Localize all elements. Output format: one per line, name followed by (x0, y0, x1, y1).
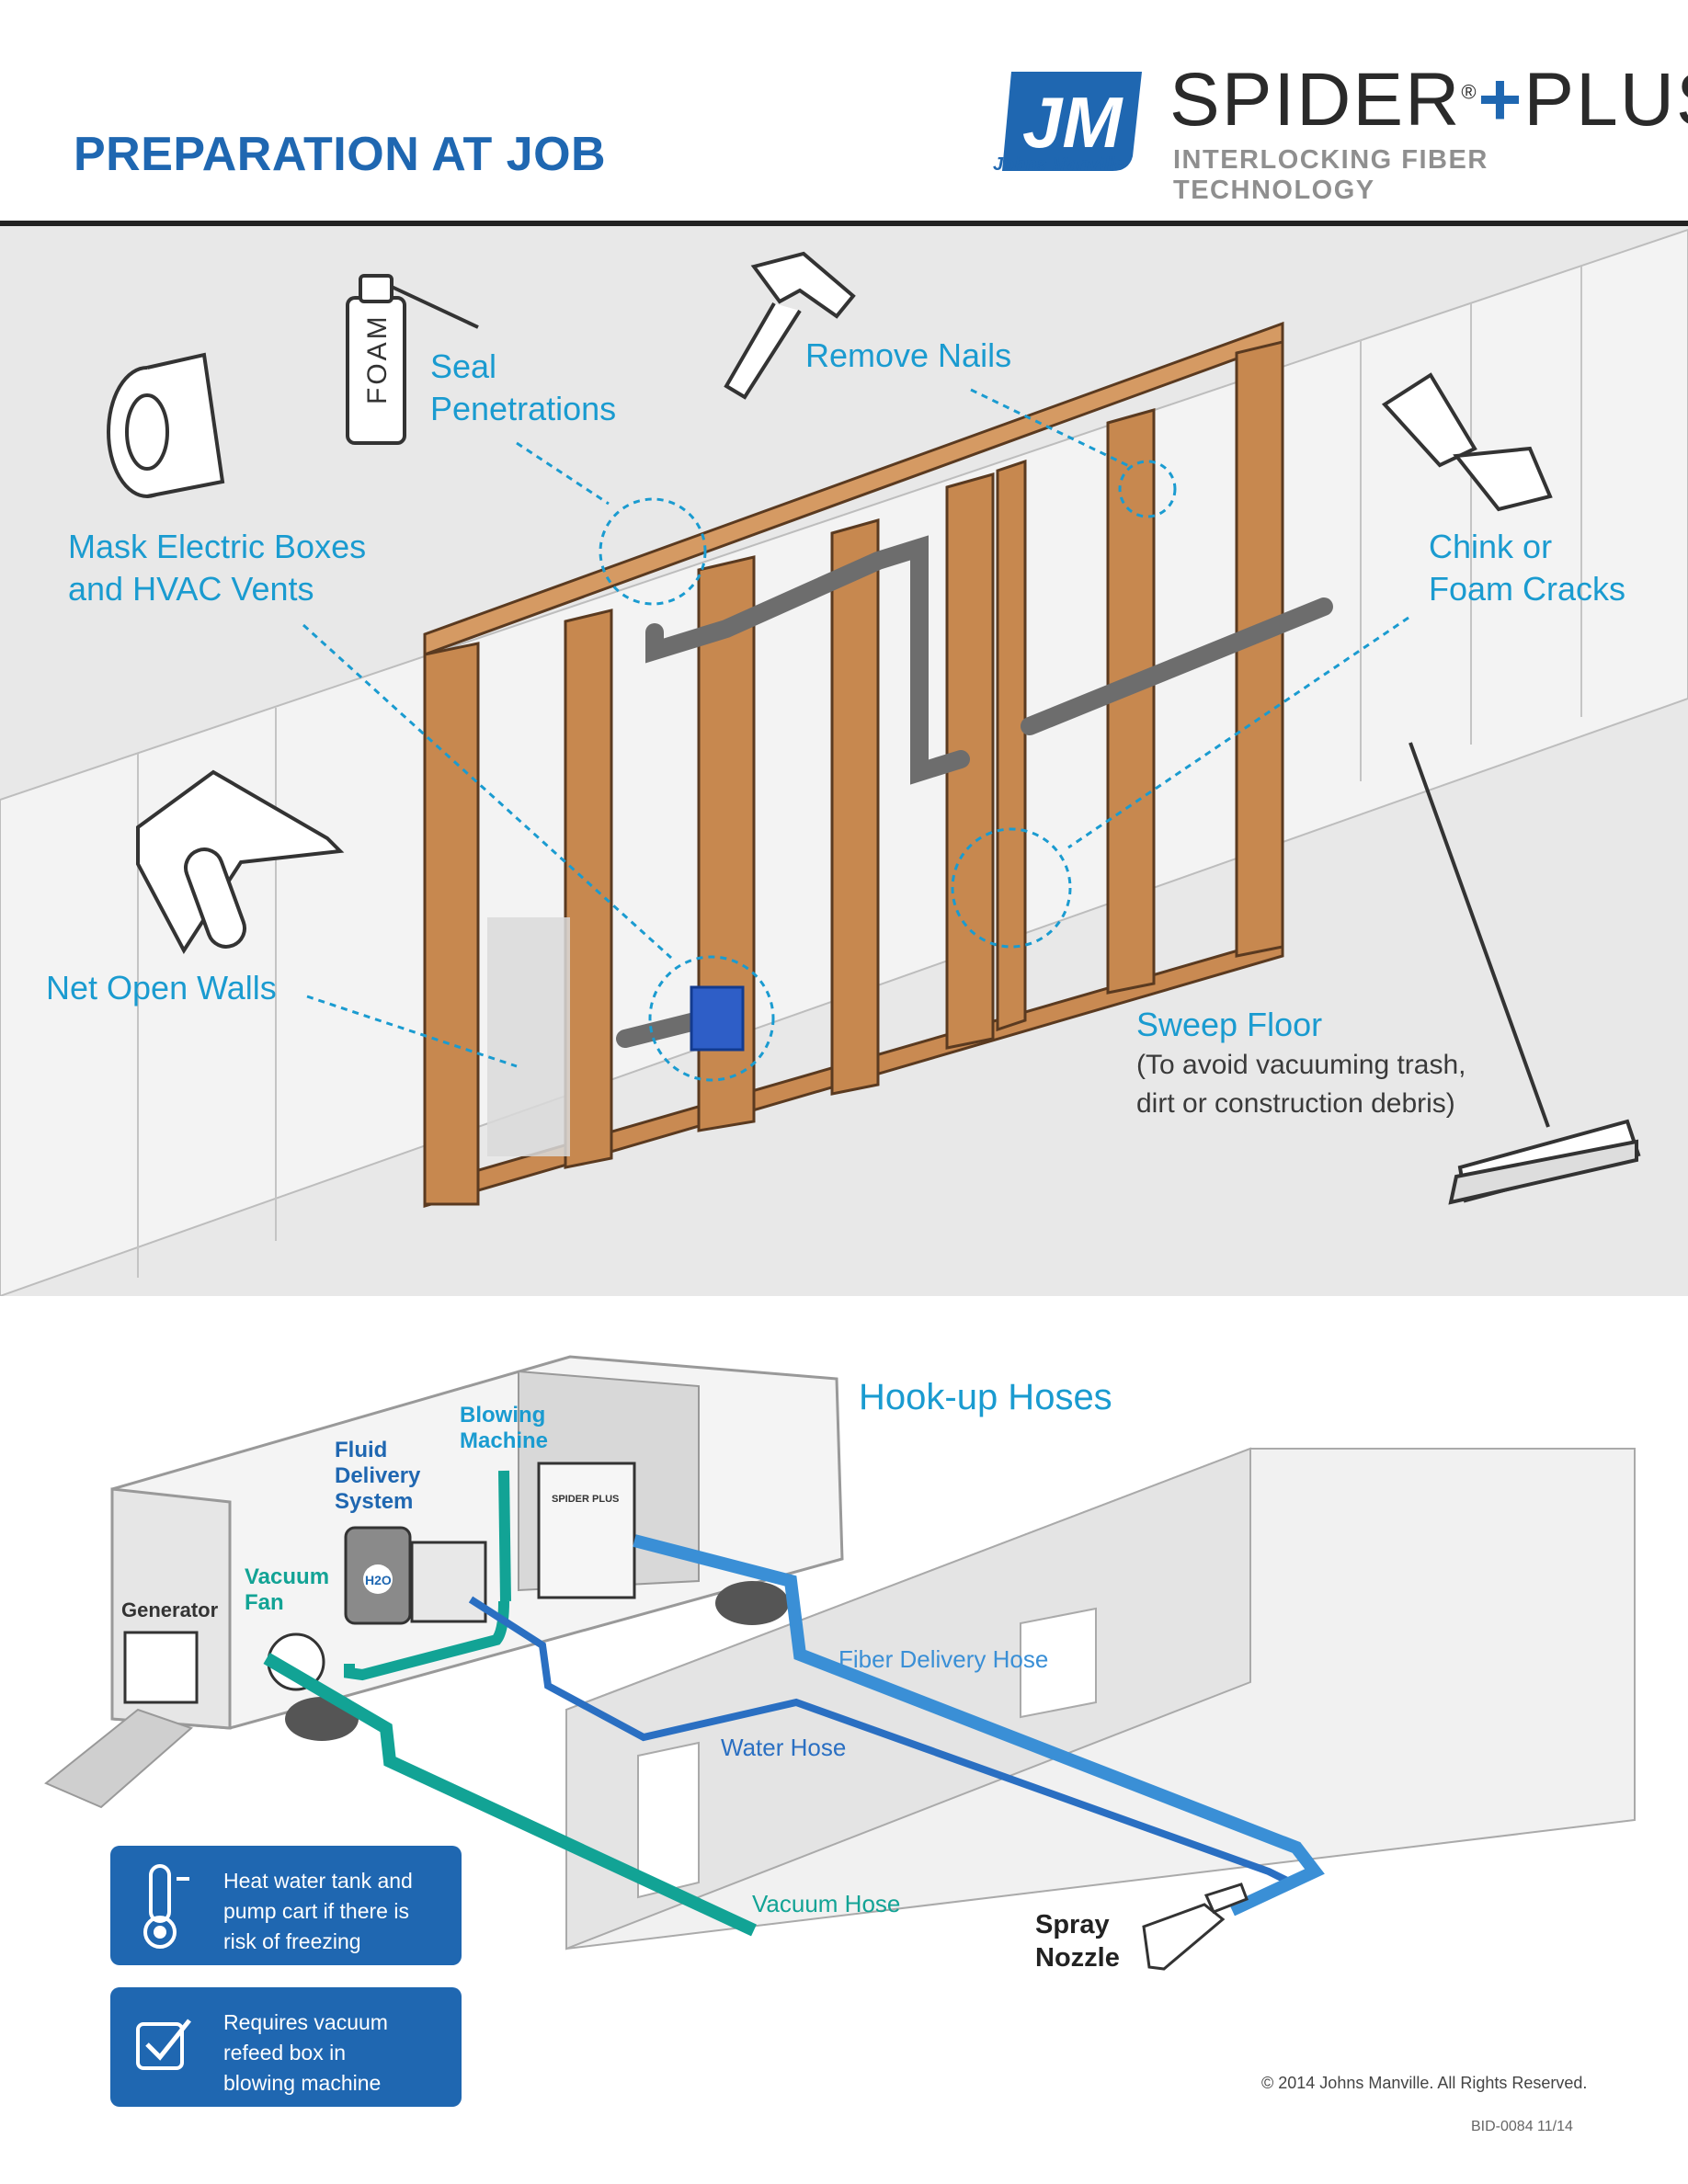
label-generator: Generator (121, 1598, 219, 1621)
label-water-hose: Water Hose (721, 1734, 847, 1761)
fluid-line1: Fluid (335, 1438, 388, 1462)
brand-name: SPIDER®+PLUS (1169, 57, 1688, 143)
footer-copyright: © 2014 Johns Manville. All Rights Reserv… (1261, 2074, 1588, 2092)
label-fiber-delivery-hose: Fiber Delivery Hose (838, 1645, 1049, 1673)
fluid-line3: System (335, 1489, 414, 1514)
label-blowing-machine: Blowing Machine (460, 1403, 548, 1454)
note-heat-water: Heat water tank and pump cart if there i… (110, 1846, 462, 1965)
staple-gun-icon (136, 769, 345, 954)
label-vacuum-hose: Vacuum Hose (752, 1890, 901, 1917)
callout-mask-line1: Mask Electric Boxes (68, 528, 367, 565)
note2-line1: Requires vacuum (223, 2010, 388, 2034)
callout-chink-line2: Foam Cracks (1429, 570, 1626, 608)
hookup-title: Hook-up Hoses (859, 1377, 1112, 1417)
sweep-note-line1: (To avoid vacuuming trash, (1136, 1050, 1466, 1080)
note-heat-water-text: Heat water tank and pump cart if there i… (223, 1866, 413, 1957)
blowing-line2: Machine (460, 1428, 549, 1453)
logo-letters: JM (1022, 82, 1123, 163)
callout-net-open-walls: Net Open Walls (46, 969, 277, 1007)
label-fluid-delivery-system: Fluid Delivery System (335, 1438, 420, 1515)
broom-icon (1409, 742, 1641, 1205)
wall-framing-illustration: FOAM (0, 228, 1688, 1298)
header-divider (0, 221, 1688, 226)
callout-mask-line2: and HVAC Vents (68, 570, 314, 608)
hammer-icon (724, 251, 856, 400)
hookup-illustration: H2O SPIDER PLUS (44, 1355, 1636, 1971)
masking-tape-icon (107, 352, 225, 498)
note2-line3: blowing machine (223, 2071, 382, 2095)
checkbox-icon (136, 2019, 191, 2070)
callout-chink-foam-cracks: Chink or Foam Cracks (1429, 526, 1625, 610)
callout-sweep-note: (To avoid vacuuming trash, dirt or const… (1136, 1046, 1466, 1123)
note2-line2: refeed box in (223, 2041, 346, 2065)
callout-seal-line2: Penetrations (430, 390, 617, 427)
brand-tagline: INTERLOCKING FIBER TECHNOLOGY (1173, 145, 1488, 205)
nozzle-line2: Nozzle (1035, 1943, 1120, 1973)
logo-company: Johns Manville (993, 154, 1125, 175)
page-title: PREPARATION AT JOB (74, 128, 607, 181)
fluid-line2: Delivery (335, 1463, 421, 1488)
generator-icon (123, 1631, 199, 1704)
brand-registered: ® (1461, 80, 1478, 104)
electric-box-icon (690, 985, 745, 1052)
johns-manville-logo: JM (1002, 72, 1142, 171)
note-vacuum-refeed-text: Requires vacuum refeed box in blowing ma… (223, 2008, 388, 2099)
brand-name-main: SPIDER (1169, 58, 1462, 142)
blowing-line1: Blowing (460, 1403, 546, 1428)
footer-document-code: BID-0084 11/14 (1471, 2119, 1573, 2134)
note1-line1: Heat water tank and (223, 1869, 413, 1893)
blowing-machine-icon (537, 1462, 636, 1599)
foam-can-icon: FOAM (346, 274, 479, 445)
callout-mask-electric-boxes: Mask Electric Boxes and HVAC Vents (68, 526, 366, 610)
note-vacuum-refeed: Requires vacuum refeed box in blowing ma… (110, 1987, 462, 2107)
spray-nozzle-icon (1142, 1883, 1249, 1971)
note1-line2: pump cart if there is (223, 1899, 409, 1923)
svg-text:H2O: H2O (365, 1573, 392, 1587)
callout-seal-line1: Seal (430, 347, 497, 385)
label-vacuum-fan: Vacuum Fan (245, 1564, 329, 1616)
preparation-panel: FOAM Seal Penetrations Remove Nails Mask… (0, 226, 1688, 1298)
sweep-note-line2: dirt or construction debris) (1136, 1088, 1455, 1119)
callout-chink-line1: Chink or (1429, 528, 1553, 565)
svg-text:FOAM: FOAM (362, 313, 393, 404)
vacuum-fan-line1: Vacuum (245, 1564, 330, 1589)
nozzle-line1: Spray (1035, 1910, 1110, 1939)
brand-name-plus: PLUS (1523, 58, 1688, 142)
svg-text:SPIDER PLUS: SPIDER PLUS (552, 1494, 619, 1505)
callout-sweep-floor: Sweep Floor (1136, 1006, 1323, 1043)
note1-line3: risk of freezing (223, 1929, 361, 1953)
callout-remove-nails: Remove Nails (805, 336, 1012, 374)
label-spray-nozzle: Spray Nozzle (1035, 1908, 1120, 1974)
vacuum-fan-line2: Fan (245, 1590, 284, 1615)
thermometer-icon (143, 1864, 189, 1949)
callout-seal-penetrations: Seal Penetrations (430, 346, 616, 430)
brand-plus-sign: + (1477, 58, 1524, 142)
putty-knife-icon (1381, 372, 1553, 512)
